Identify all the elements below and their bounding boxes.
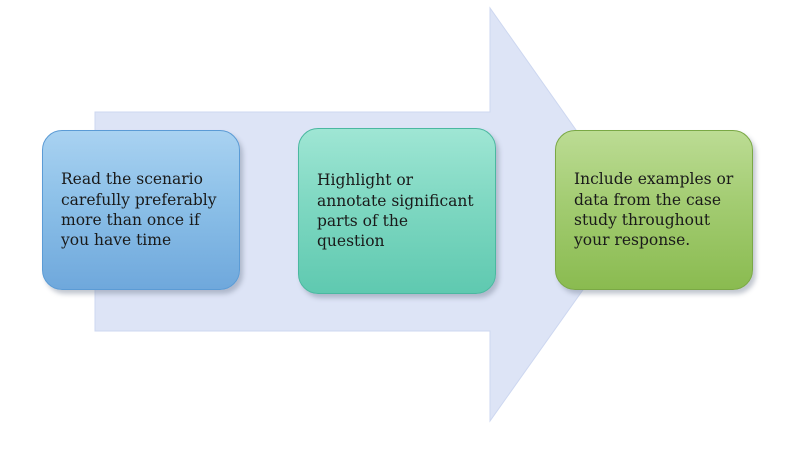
step-box-highlight-annotate: Highlight or annotate significant parts … (298, 128, 496, 294)
step-label: Include examples or data from the case s… (574, 170, 734, 250)
step-box-read-scenario: Read the scenario carefully preferably m… (42, 130, 240, 290)
step-box-include-examples: Include examples or data from the case s… (555, 130, 753, 290)
step-label: Read the scenario carefully preferably m… (61, 170, 217, 250)
step-label: Highlight or annotate significant parts … (317, 171, 474, 251)
